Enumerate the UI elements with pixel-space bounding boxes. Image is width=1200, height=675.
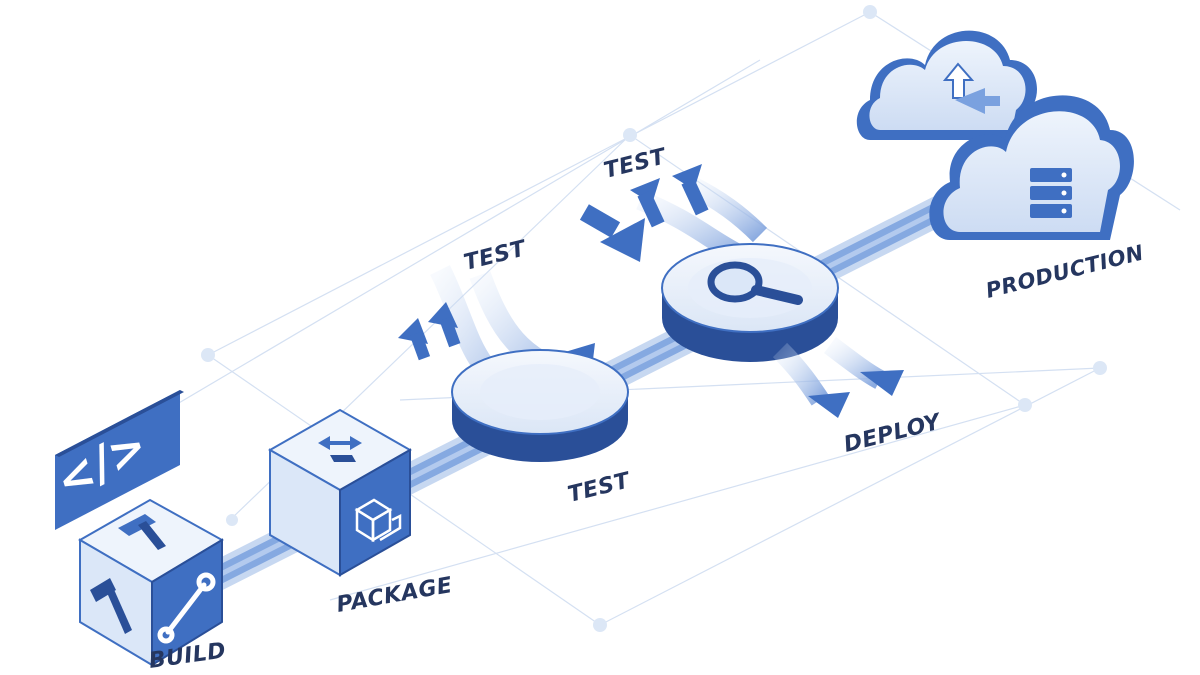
swap-arrows-icon xyxy=(318,436,362,462)
deploy-label: DEPLOY xyxy=(841,409,944,458)
code-badge: </> xyxy=(51,390,184,530)
arrow-down-icon xyxy=(600,218,645,262)
deploy-arrows xyxy=(772,337,904,418)
package-cube xyxy=(267,408,413,577)
production-cloud xyxy=(929,95,1134,240)
hammer-side-icon xyxy=(90,578,132,634)
wrench-icon xyxy=(157,572,216,644)
production-label: PRODUCTION xyxy=(983,240,1146,302)
arrow-down-icon xyxy=(808,392,850,418)
test-label-top: TEST xyxy=(601,144,670,184)
build-cube xyxy=(78,498,224,667)
grid-nodes xyxy=(201,5,1107,632)
arrow-down-icon xyxy=(860,370,904,396)
inspect-disc xyxy=(661,243,839,362)
test-label-main: TEST xyxy=(565,468,634,508)
upload-cloud xyxy=(856,30,1037,140)
magnifier-icon xyxy=(707,261,803,305)
server-icon xyxy=(1030,168,1072,218)
upload-arrow-icon xyxy=(942,62,1000,114)
hammer-icon xyxy=(118,514,166,550)
package-box-icon xyxy=(354,498,402,543)
package-label: PACKAGE xyxy=(335,573,455,618)
test-disc-1 xyxy=(451,349,629,462)
test-label-mid: TEST xyxy=(461,236,530,276)
